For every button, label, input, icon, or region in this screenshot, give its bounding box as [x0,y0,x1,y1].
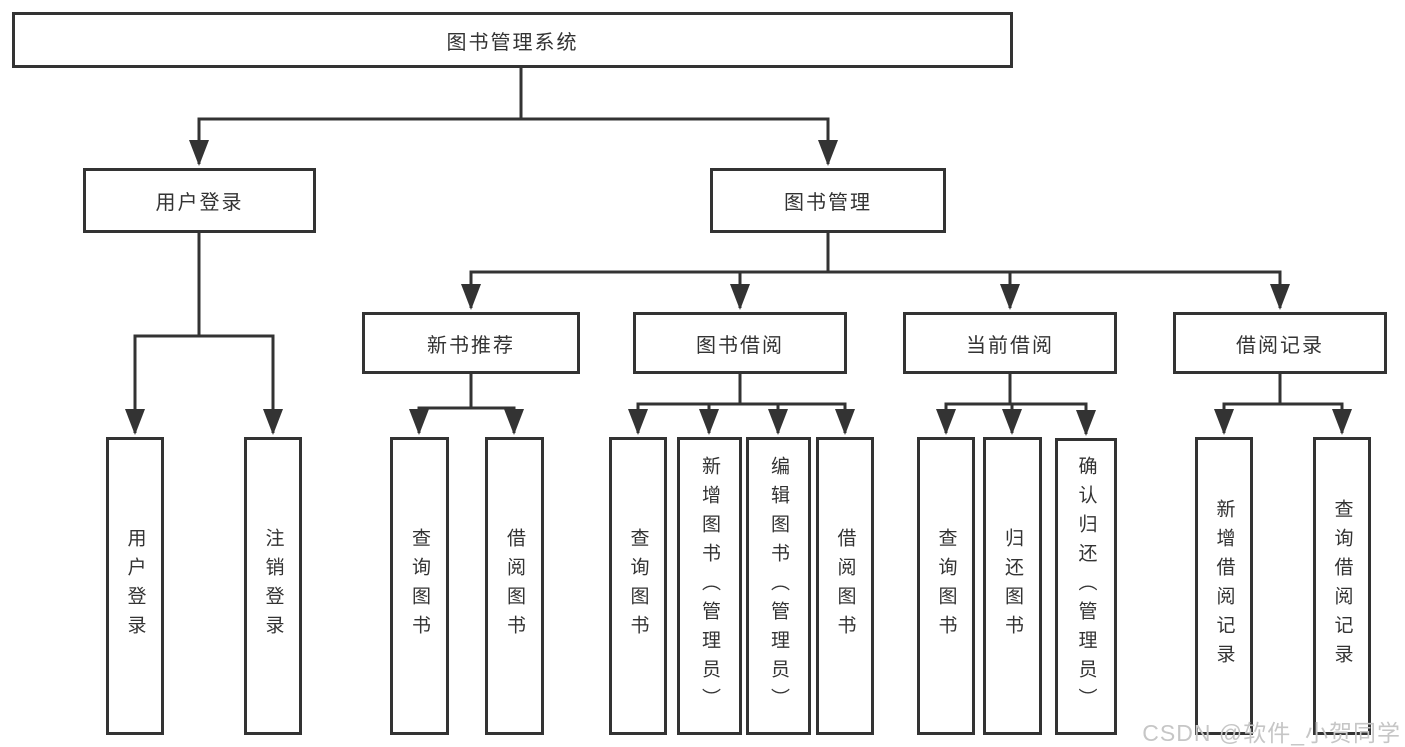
leaf-query-books-current: 查询图书 [917,437,975,735]
wire-to-book-management [521,117,838,166]
node-user-login-label: 用户登录 [155,192,244,214]
leaf-borrow-books-recommend: 借阅图书 [485,437,544,735]
wire-g2-leaf3 [740,402,788,435]
wire-to-borrow-records [828,270,1290,310]
leaf-label: 借阅图书 [504,528,525,644]
leaf-query-borrow-record: 查询借阅记录 [1313,437,1371,735]
node-user-login: 用户登录 [83,168,316,233]
wire-g4-leaf1 [1214,402,1280,435]
leaf-add-books-admin: 新增图书（管理员） [677,437,742,735]
node-current-borrow: 当前借阅 [903,312,1117,374]
leaf-label: 查询图书 [409,528,430,644]
csdn-watermark: CSDN @软件_小贺同学 [1142,720,1401,746]
leaf-label: 注销登录 [262,528,284,644]
wire-g2-leaf2 [699,402,740,435]
leaf-label: 查询借阅记录 [1331,499,1353,673]
wire-g1-leaf2 [471,406,524,435]
node-book-borrow: 图书借阅 [633,312,847,374]
node-book-management-label: 图书管理 [784,192,872,214]
leaf-borrow-books: 借阅图书 [816,437,874,735]
leaf-edit-books-admin: 编辑图书（管理员） [746,437,811,735]
wire-to-new-book-recommend [461,270,828,310]
leaf-return-books: 归还图书 [983,437,1042,735]
wire-to-user-login [189,117,521,166]
leaf-label: 新增借阅记录 [1213,499,1235,673]
leaf-label: 编辑图书（管理员） [768,455,789,717]
wire-to-leaf-user-login [125,334,199,435]
wire-g3-leaf3 [1010,402,1096,436]
leaf-query-books-recommend: 查询图书 [390,437,449,735]
leaf-query-books-borrow: 查询图书 [609,437,667,735]
wire-g2-leaf4 [740,402,855,435]
node-root: 图书管理系统 [12,12,1013,68]
node-current-borrow-label: 当前借阅 [966,334,1054,357]
leaf-label: 借阅图书 [834,528,856,644]
wire-to-leaf-logout [199,334,283,435]
leaf-add-borrow-record: 新增借阅记录 [1195,437,1253,735]
node-book-borrow-label: 图书借阅 [696,334,784,357]
wire-g4-leaf2 [1280,402,1352,435]
leaf-label: 用户登录 [124,528,146,644]
wire-g2-leaf1 [628,402,740,435]
leaf-user-login: 用户登录 [106,437,164,735]
wire-to-book-borrow [730,270,828,310]
leaf-confirm-return-admin: 确认归还（管理员） [1055,438,1117,735]
leaf-label: 新增图书（管理员） [699,455,720,717]
wire-g1-leaf1 [409,406,471,435]
node-borrow-records: 借阅记录 [1173,312,1387,374]
node-borrow-records-label: 借阅记录 [1236,334,1324,357]
leaf-label: 查询图书 [935,528,957,644]
wire-to-current-borrow [828,270,1020,310]
node-new-book-recommend-label: 新书推荐 [427,334,515,357]
leaf-logout: 注销登录 [244,437,302,735]
leaf-label: 查询图书 [627,528,649,644]
node-new-book-recommend: 新书推荐 [362,312,580,374]
node-root-label: 图书管理系统 [446,31,579,54]
wire-g3-leaf2 [1002,402,1022,435]
leaf-label: 归还图书 [1002,528,1023,644]
node-book-management: 图书管理 [710,168,946,233]
wire-g3-leaf1 [936,402,1010,435]
leaf-label: 确认归还（管理员） [1075,456,1097,717]
